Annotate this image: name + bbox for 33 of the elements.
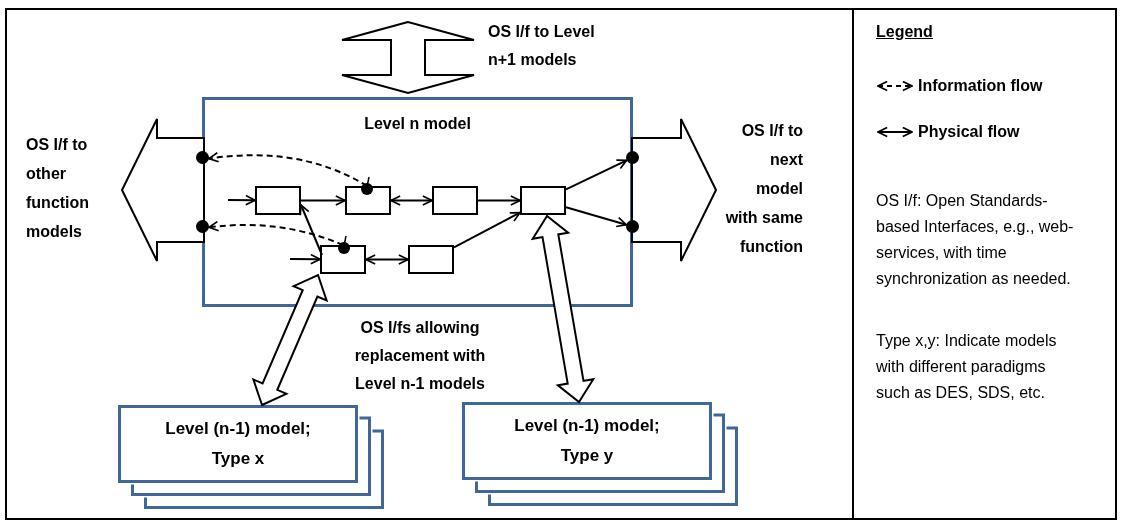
process-box	[520, 186, 566, 215]
legend-label: Physical flow	[918, 122, 1020, 142]
arrow	[299, 204, 323, 256]
dashed-arrow	[207, 152, 368, 187]
arrow	[365, 254, 409, 265]
legend-note: Type x,y: Indicate models with different paradigms such as DES, SDS, etc.	[876, 331, 1058, 403]
arrow	[227, 194, 256, 206]
node-label: Level (n-1) model; Type x	[164, 418, 312, 470]
process-box	[408, 245, 454, 274]
node-label: OS I/f to other function models	[26, 135, 91, 242]
process-box	[255, 186, 301, 215]
dashed-arrow	[207, 220, 344, 246]
model-container-box	[202, 97, 633, 307]
legend-label: Information flow	[918, 76, 1043, 96]
process-box	[320, 245, 366, 274]
process-box	[345, 186, 391, 215]
arrow	[390, 195, 433, 206]
node-label: Level (n-1) model; Type y	[513, 415, 661, 467]
node-label: Level n model	[364, 114, 471, 134]
legend-heading: Legend	[876, 22, 934, 42]
arrow	[300, 195, 346, 206]
arrow	[289, 253, 321, 265]
arrow	[565, 159, 628, 191]
process-box	[432, 186, 478, 215]
legend-note: OS I/f: Open Standards-based Interfaces, e.g., web-services, with time synchronization as needed.	[876, 191, 1075, 289]
block-double-arrow	[251, 273, 329, 407]
arrow	[453, 211, 521, 249]
block-double-arrow	[530, 214, 596, 404]
node-label: OS I/f to Level n+1 models	[488, 22, 596, 70]
node-label: OS I/f to next model with same function	[724, 121, 803, 257]
arrow	[565, 206, 628, 228]
interface-note: OS I/fs allowing replacement with Level n-1 models	[353, 318, 487, 394]
arrow	[477, 195, 521, 206]
